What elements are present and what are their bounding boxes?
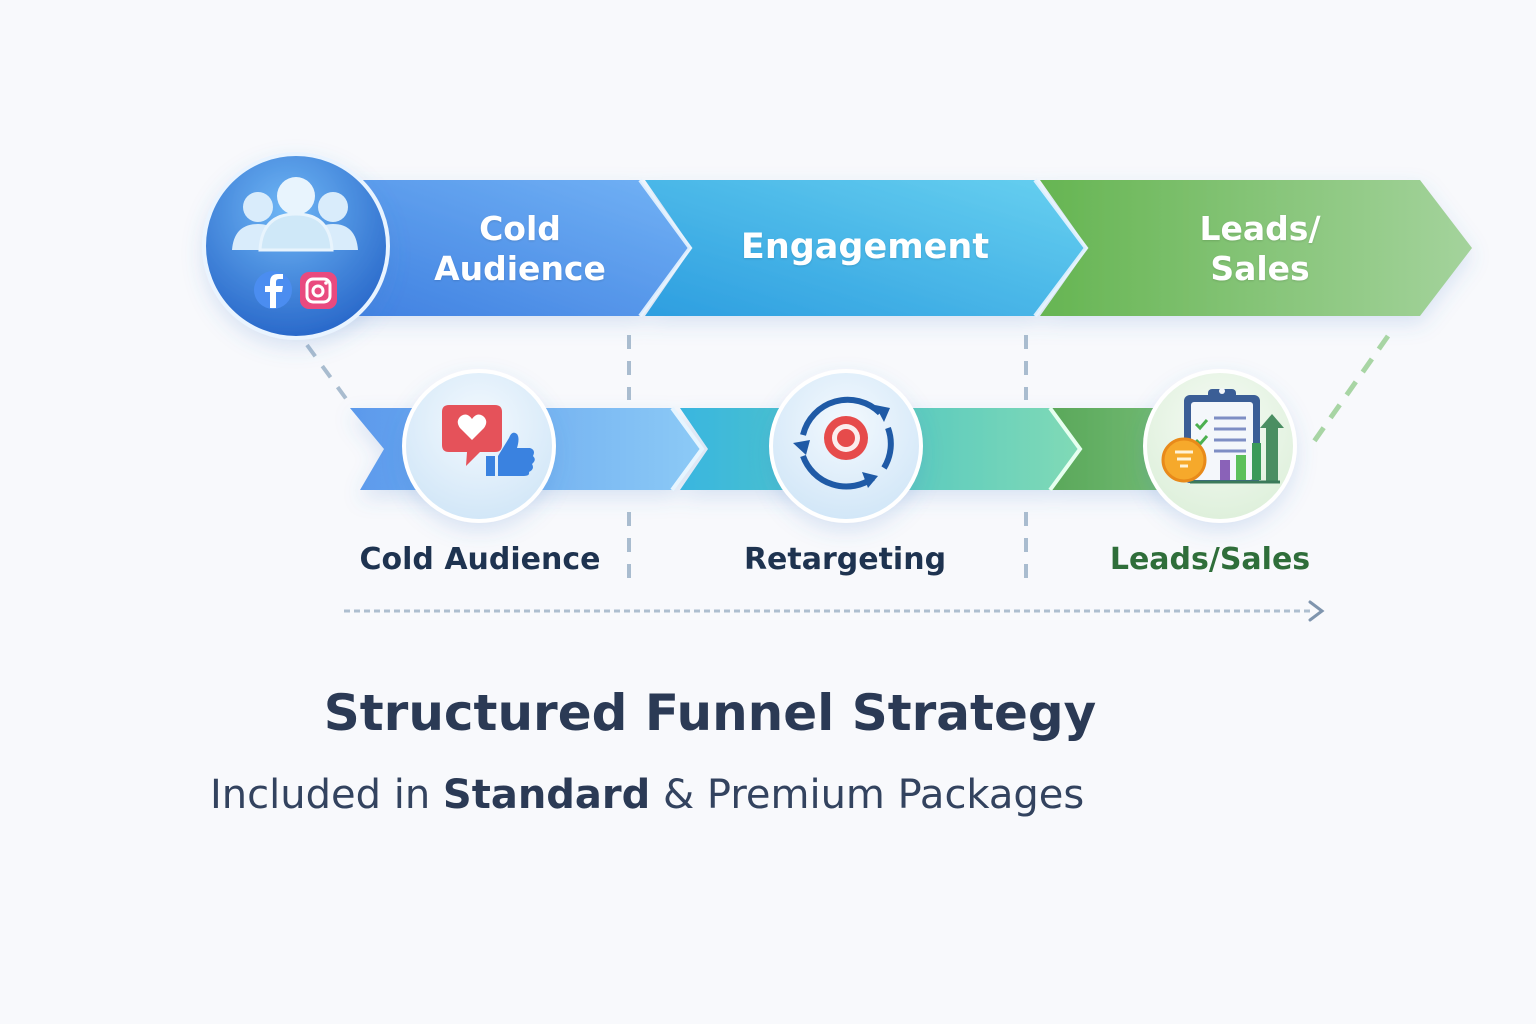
stage-top-engagement bbox=[645, 180, 1086, 316]
subtitle-prefix: Included in bbox=[210, 772, 443, 818]
stage-label-line: Engagement bbox=[740, 227, 990, 267]
arrow-right-icon bbox=[1308, 600, 1325, 622]
stage-bottom-cold-label: Cold Audience bbox=[359, 542, 601, 577]
stage-top-engagement-label: Engagement bbox=[700, 227, 1030, 267]
subtitle-suffix: & Premium Packages bbox=[650, 772, 1085, 818]
page-title: Structured Funnel Strategy bbox=[323, 684, 1097, 742]
target-cycle-icon bbox=[793, 396, 894, 490]
stage-bottom-leads-label: Leads/Sales bbox=[1109, 542, 1311, 577]
facebook-icon bbox=[254, 271, 292, 309]
heart-like-icon bbox=[442, 405, 535, 476]
stage-top-cold-label: Cold Audience bbox=[400, 209, 640, 289]
stage-top-cold bbox=[300, 180, 690, 316]
stage-top-leads bbox=[1040, 180, 1472, 316]
subtitle-highlight: Standard bbox=[442, 772, 651, 818]
page-subtitle: Included in Standard & Premium Packages bbox=[210, 772, 1084, 818]
people-group-icon bbox=[232, 177, 358, 252]
stage-label-line: Audience bbox=[434, 249, 606, 288]
stage-label-line: Sales bbox=[1210, 249, 1310, 288]
clipboard-growth-icon bbox=[1161, 388, 1284, 484]
stage-label-line: Leads/ bbox=[1199, 209, 1321, 248]
stage-bottom-retargeting-label: Retargeting bbox=[743, 542, 947, 577]
connector-dash bbox=[305, 343, 349, 402]
connector-dash-green bbox=[1305, 334, 1391, 452]
stage-label-line: Cold bbox=[479, 209, 561, 248]
instagram-icon bbox=[300, 272, 337, 309]
stage-top-leads-label: Leads/ Sales bbox=[1140, 209, 1380, 289]
